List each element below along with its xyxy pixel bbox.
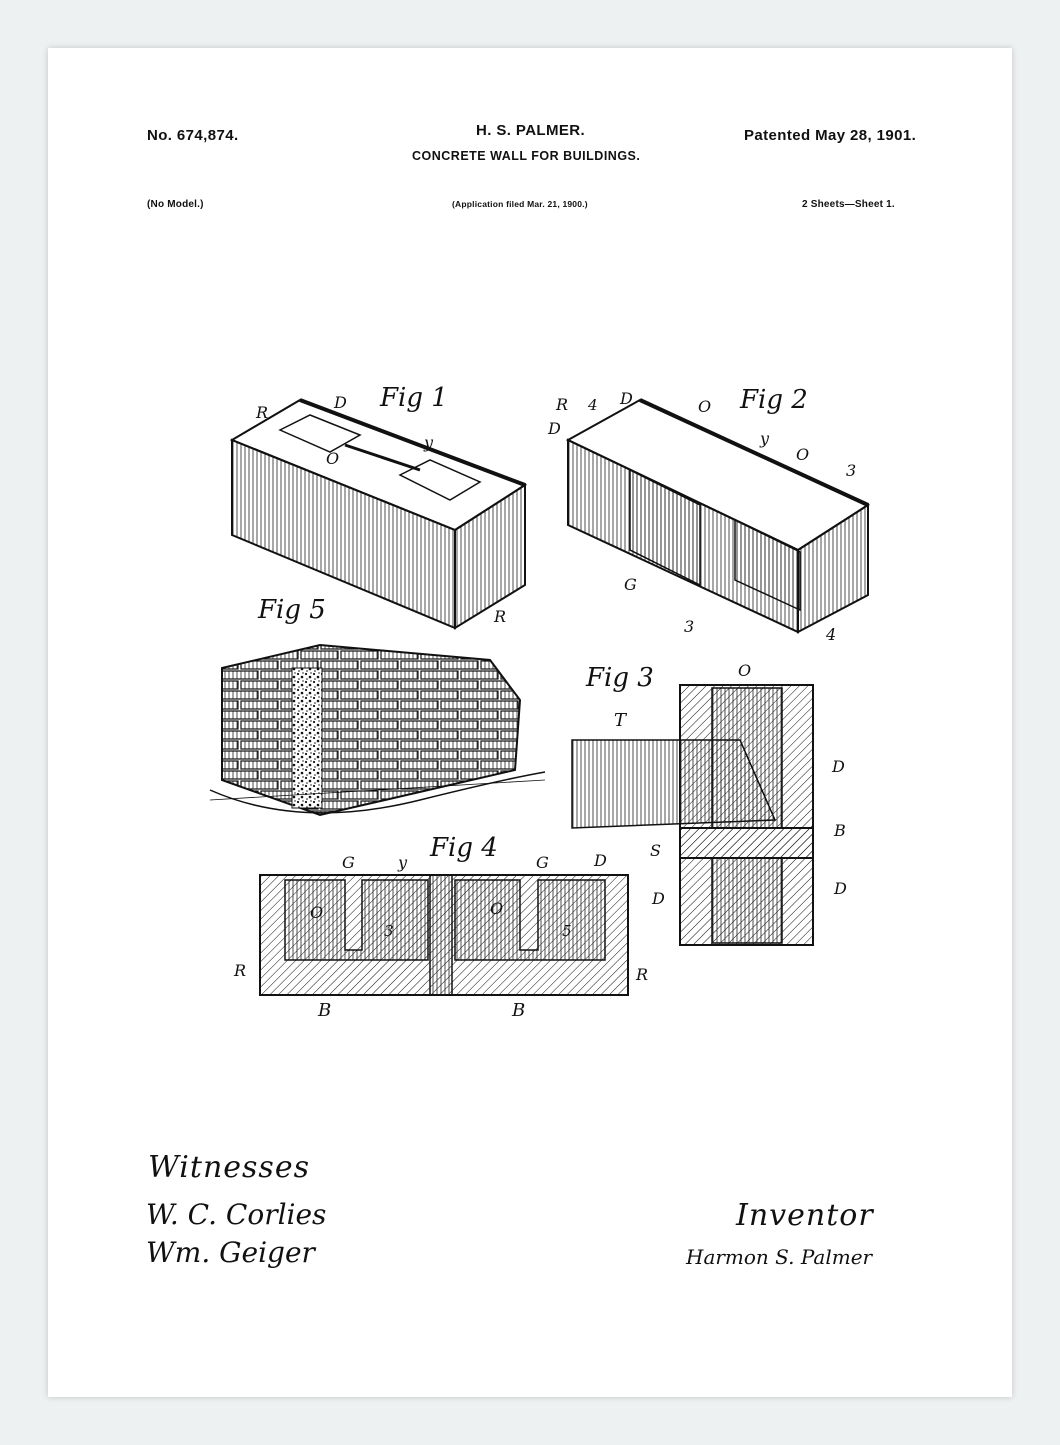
witnesses-label: Witnesses xyxy=(148,1150,310,1185)
inventor-name: H. S. PALMER. xyxy=(476,122,586,139)
fig2-letter-d: D xyxy=(619,389,633,408)
fig4-number-5: 5 xyxy=(562,922,572,940)
fig3-letter-d: D xyxy=(831,757,845,776)
patent-number: No. 674,874. xyxy=(147,127,239,144)
fig2-letter-o2: O xyxy=(796,445,809,464)
fig4-label: Fig 4 xyxy=(429,833,498,863)
fig4-letter-o2: O xyxy=(490,899,503,918)
sheet-note: 2 Sheets—Sheet 1. xyxy=(802,199,895,210)
fig4-letter-y: y xyxy=(397,853,408,872)
fig3-letter-o: O xyxy=(738,661,751,680)
fig4-letter-o: O xyxy=(310,903,323,922)
fig2-number-4b: 4 xyxy=(825,625,836,644)
fig2-label: Fig 2 xyxy=(739,385,808,415)
fig2-letter-r: R xyxy=(555,395,568,414)
figure-2 xyxy=(565,398,871,634)
fig4-number-3: 3 xyxy=(384,922,394,940)
fig4-letter-r: R xyxy=(233,961,246,980)
figure-1 xyxy=(229,398,528,630)
fig3-letter-t: T xyxy=(614,710,628,731)
fig1-letter-d: D xyxy=(333,393,347,412)
fig2-letter-g: G xyxy=(624,575,637,594)
witness-1-signature: W. C. Corlies xyxy=(146,1198,327,1231)
fig1-letter-y: y xyxy=(423,433,434,452)
fig3-letter-d3: D xyxy=(833,879,847,898)
fig1-label: Fig 1 xyxy=(379,383,448,413)
model-note: (No Model.) xyxy=(147,199,204,210)
application-note: (Application filed Mar. 21, 1900.) xyxy=(452,199,588,209)
fig4-letter-b: B xyxy=(317,1000,331,1021)
fig3-letter-b: B xyxy=(833,821,846,840)
fig2-number-3: 3 xyxy=(846,461,856,480)
figure-3 xyxy=(571,684,814,946)
patent-date: Patented May 28, 1901. xyxy=(744,127,917,144)
patent-sheet xyxy=(48,48,1012,1397)
fig1-letter-r: R xyxy=(255,403,268,422)
fig4-letter-b2: B xyxy=(511,1000,525,1021)
fig2-letter-d2: D xyxy=(547,419,561,438)
fig1-letter-r2: R xyxy=(493,607,506,626)
fig3-label: Fig 3 xyxy=(585,663,654,693)
fig5-label: Fig 5 xyxy=(257,595,326,625)
fig4-letter-d: D xyxy=(593,851,607,870)
figure-4 xyxy=(259,874,629,996)
witness-2-signature: Wm. Geiger xyxy=(146,1236,315,1269)
fig4-letter-g2: G xyxy=(536,853,549,872)
fig2-number-4: 4 xyxy=(587,396,598,414)
inventor-signature: Harmon S. Palmer xyxy=(686,1245,873,1269)
fig1-letter-o: O xyxy=(326,449,339,468)
fig2-letter-y: y xyxy=(759,429,770,448)
patent-title: CONCRETE WALL FOR BUILDINGS. xyxy=(412,149,641,163)
fig4-letter-r2: R xyxy=(635,965,648,984)
inventor-label: Inventor xyxy=(736,1198,874,1233)
fig2-letter-o: O xyxy=(698,397,711,416)
fig3-letter-d2: D xyxy=(651,889,665,908)
fig2-number-3b: 3 xyxy=(684,617,694,636)
figure-5 xyxy=(209,643,546,817)
fig3-letter-s: S xyxy=(650,841,661,860)
fig4-letter-g: G xyxy=(342,853,355,872)
